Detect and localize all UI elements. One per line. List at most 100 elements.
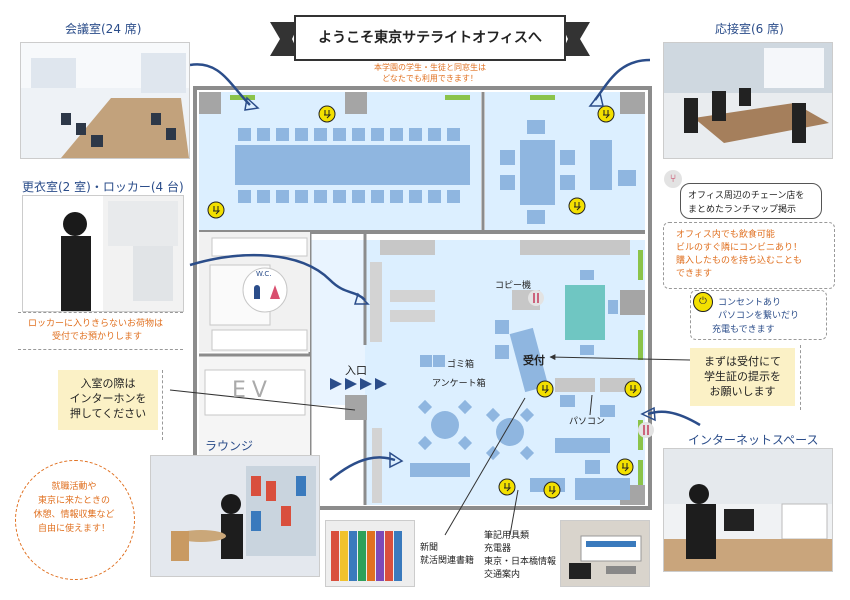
outlet-icon — [536, 380, 554, 398]
outlet-plug-icon — [213, 206, 221, 215]
meeting-chair — [428, 190, 441, 203]
intercom-line-2: インターホンを — [69, 392, 147, 405]
meeting-chair — [428, 128, 441, 141]
meeting-chair — [352, 128, 365, 141]
lounge-caption: ラウンジ — [205, 439, 254, 453]
copier-label: コピー機 — [495, 281, 532, 291]
survey-label: アンケート箱 — [432, 379, 486, 389]
pc-label: パソコン — [569, 417, 606, 427]
cutlery-icon — [638, 422, 654, 438]
outlet-icon — [616, 458, 634, 476]
outlet-note-3: 充電もできます — [712, 325, 775, 335]
meeting-chair — [390, 190, 403, 203]
outlet-plug-icon — [574, 202, 582, 211]
wc-male-icon — [254, 285, 260, 299]
cutlery-icon — [528, 290, 544, 306]
trash-label: ゴミ箱 — [447, 360, 475, 370]
meeting-chair — [352, 190, 365, 203]
newspaper-label-2: 就活関連書籍 — [420, 556, 475, 566]
reception-desk — [565, 285, 605, 340]
meeting-room-photo — [20, 42, 190, 159]
locker-room-caption: 更衣室(2 室)・ロッカー(4 台) — [22, 180, 184, 194]
supplies-label-4: 交通案内 — [484, 570, 521, 580]
outlet-note-box — [690, 290, 827, 340]
intercom-line-3: 押してください — [69, 407, 147, 420]
page-title: ようこそ東京サテライトオフィスへ — [318, 30, 542, 46]
title-subtitle-2: どなたでも利用できます！ — [382, 74, 478, 83]
lounge-note-2: 東京に来たときの — [37, 496, 110, 506]
meeting-chair — [295, 128, 308, 141]
reception-line-1: まずは受付にて — [704, 355, 781, 368]
lounge-note-3: 休憩、情報収集など — [33, 510, 115, 520]
internet-space-photo — [663, 448, 833, 572]
outlet-icon — [498, 478, 516, 496]
lounge-note-4: 自由に使えます！ — [37, 524, 110, 534]
meeting-chair — [333, 190, 346, 203]
outlet-icon — [568, 197, 586, 215]
supplies-label-2: 充電器 — [484, 544, 512, 554]
outlet-note-1: コンセントあり — [718, 298, 782, 308]
meeting-table — [235, 145, 470, 185]
reception-bubble: まずは受付にて 学生証の提示を お願いします — [690, 348, 795, 406]
food-note-4: できます — [676, 269, 713, 279]
cutlery-fork-icon — [643, 425, 649, 435]
meeting-chair — [447, 190, 460, 203]
meeting-chair — [371, 190, 384, 203]
outlet-legend-icon: ⏻ — [693, 292, 713, 312]
charger-photo — [560, 520, 650, 587]
outlet-plug-icon — [603, 110, 611, 119]
wc-female-icon — [270, 285, 280, 299]
bookshelf-photo — [325, 520, 415, 587]
outlet-plug-icon — [622, 463, 630, 472]
outlet-plug-icon — [324, 110, 332, 119]
meeting-chair — [295, 190, 308, 203]
locker-note-2: 受付でお預かりします — [52, 332, 143, 342]
corridor-area — [310, 240, 365, 405]
intercom-bubble: 入室の際は インターホンを 押してください — [58, 370, 158, 430]
ev-label: EV — [232, 378, 273, 403]
food-note-3: 購入したものを持ち込むことも — [676, 256, 803, 266]
reception-label: 受付 — [523, 354, 545, 367]
meeting-chair — [333, 128, 346, 141]
wc-label: W.C. — [256, 270, 272, 278]
reception-line-2: 学生証の提示を — [704, 370, 781, 383]
reception-room-photo — [663, 42, 833, 159]
locker-note-box — [18, 312, 183, 350]
entrance-arrows-icon — [330, 378, 387, 390]
meeting-chair — [390, 128, 403, 141]
meeting-chair — [276, 128, 289, 141]
reception-line-3: お願いします — [709, 385, 776, 398]
meeting-chair — [447, 128, 460, 141]
title-banner-shape — [270, 15, 590, 61]
reception-room-caption: 応接室(6 席) — [715, 22, 784, 36]
food-note-2: ビルのすぐ隣にコンビニあり！ — [676, 243, 803, 253]
supplies-label-1: 筆記用具類 — [484, 531, 530, 541]
meeting-chair — [238, 190, 251, 203]
meeting-room-caption: 会議室(24 席) — [65, 22, 142, 36]
lunch-note-2: まとめたランチマップ掲示 — [688, 205, 797, 215]
wall-outline — [193, 86, 652, 510]
locker-note-1: ロッカーに入りきらないお荷物は — [28, 319, 164, 329]
title-subtitle-1: 本学園の学生・生徒と同窓生は — [374, 63, 486, 72]
outlet-plug-icon — [630, 385, 638, 394]
supplies-label-3: 東京・日本橋情報 — [484, 557, 557, 567]
outlet-note-2: パソコンを繋いだり — [718, 311, 800, 321]
cutlery-icon: ⑂ — [664, 170, 682, 188]
meeting-chair — [257, 128, 270, 141]
lunch-note-1: オフィス周辺のチェーン店を — [688, 191, 805, 201]
lounge-photo — [150, 455, 320, 577]
outlet-plug-icon — [549, 486, 557, 495]
outlet-icon — [207, 201, 225, 219]
entrance-label: 入口 — [345, 364, 367, 377]
food-note-1: オフィス内でも飲食可能 — [676, 230, 775, 240]
lunch-note-box — [680, 183, 822, 219]
lounge-note-1: 就職活動や — [51, 482, 97, 492]
meeting-chair — [257, 190, 270, 203]
wc-circle — [242, 267, 288, 313]
outlet-icon — [597, 105, 615, 123]
internet-space-caption: インターネットスペース — [688, 433, 819, 447]
lounge-note-circle — [15, 460, 135, 580]
locker-room-photo — [22, 195, 184, 312]
meeting-chair — [238, 128, 251, 141]
outlet-icon — [624, 380, 642, 398]
